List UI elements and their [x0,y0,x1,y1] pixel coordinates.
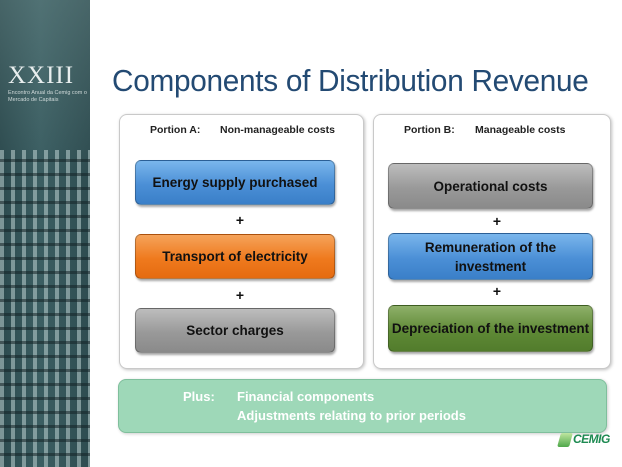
slide-title: Components of Distribution Revenue [112,63,589,98]
portion-b-panel: Portion B: Manageable costs Operational … [373,114,611,369]
portion-a-label: Portion A: [150,124,201,136]
plus-sign: + [492,283,502,299]
plus-sign: + [492,213,502,229]
plus-sign: + [235,212,245,228]
plus-sign: + [235,287,245,303]
sector-charges-box: Sector charges [135,308,335,353]
edition-number: XXIII [8,62,75,89]
remuneration-box: Remuneration of the investment [388,233,593,280]
portion-b-description: Manageable costs [475,124,566,136]
edition-subtitle: Encontro Anual da Cemig com o Mercado de… [8,90,87,103]
building-photo-strip: XXIII Encontro Anual da Cemig com o Merc… [0,0,90,467]
building-windows [0,150,90,467]
strip-sky [0,0,90,170]
financial-components-text: Financial components [237,389,375,404]
adjustments-text: Adjustments relating to prior periods [237,408,466,423]
plus-components-box: Plus: Financial components Adjustments r… [118,379,607,433]
energy-supply-box: Energy supply purchased [135,160,335,205]
plus-label: Plus: [183,389,215,404]
cemig-logo-text: CEMIG [573,432,610,446]
depreciation-box: Depreciation of the investment [388,305,593,352]
cemig-logo: CEMIG [557,430,615,454]
portion-b-label: Portion B: [404,124,455,136]
portion-a-description: Non-manageable costs [220,124,335,136]
cemig-logo-icon [557,433,573,447]
transport-box: Transport of electricity [135,234,335,279]
operational-costs-box: Operational costs [388,163,593,209]
portion-a-panel: Portion A: Non-manageable costs Energy s… [119,114,364,369]
